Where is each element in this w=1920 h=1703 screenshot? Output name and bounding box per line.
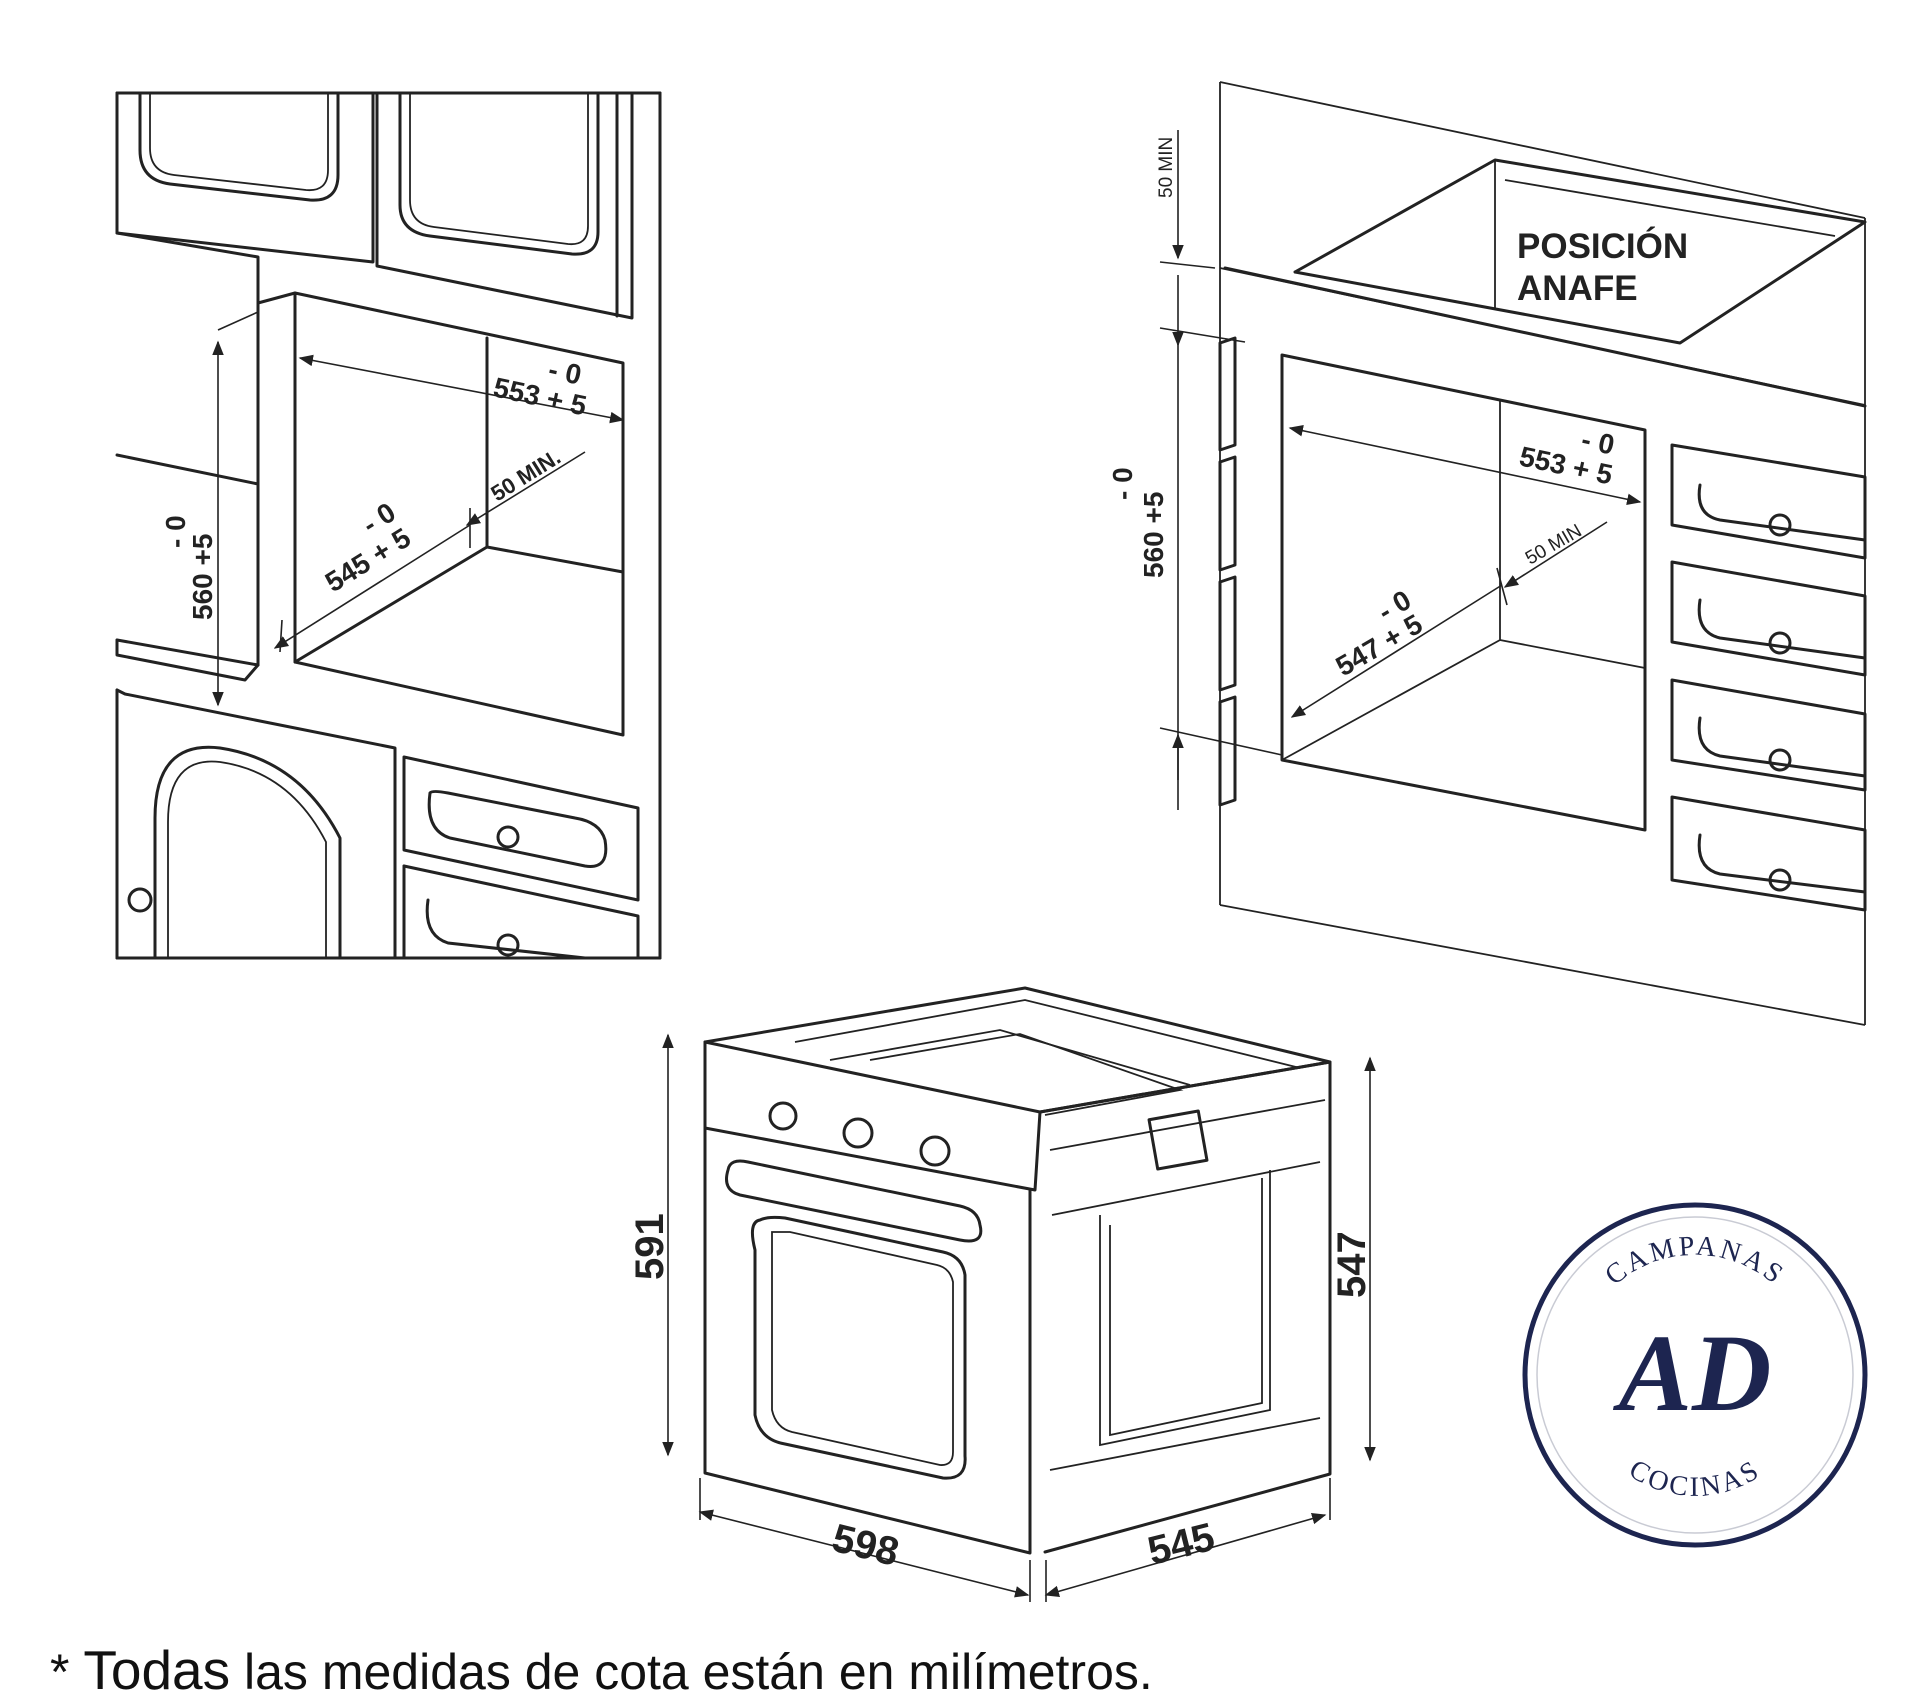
- right-height-plus: 560 +5: [1138, 492, 1169, 578]
- right-top-gap: 50 MIN: [1156, 137, 1177, 198]
- right-width-minus: - 0: [1579, 424, 1617, 461]
- right-undercounter-diagram: POSICIÓN ANAFE: [1107, 81, 1867, 1026]
- footnote-asterisk: *: [50, 1644, 84, 1700]
- right-height-minus: - 0: [1107, 467, 1138, 500]
- footnote: * Todas las medidas de cota están en mil…: [50, 1638, 1153, 1702]
- right-depth-plus: 547 + 5: [1331, 608, 1428, 682]
- left-gap-label: 50 MIN.: [486, 444, 565, 506]
- oven-body-height: 547: [1330, 1231, 1374, 1298]
- left-width-minus: - 0: [546, 354, 584, 391]
- footnote-text: las medidas de cota están en milímetros.: [230, 1644, 1153, 1700]
- campanas-cocinas-logo: CAMPANAS COCINAS AD: [1522, 1202, 1868, 1548]
- footnote-first-word: Todas: [83, 1639, 231, 1701]
- left-height-plus: 560 +5: [187, 534, 218, 620]
- logo-monogram: AD: [1613, 1312, 1772, 1434]
- oven-diagram: 591 547 598 545: [628, 986, 1376, 1602]
- hob-position-line1: POSICIÓN: [1517, 226, 1688, 266]
- oven-depth: 545: [1144, 1515, 1219, 1574]
- oven-width: 598: [828, 1516, 903, 1575]
- left-height-minus: - 0: [160, 515, 191, 548]
- oven-height: 591: [628, 1213, 672, 1280]
- left-cabinet-diagram: - 0 560 +5 - 0 553 + 5 - 0 545 + 5 50 MI…: [115, 91, 662, 960]
- right-gap-label: 50 MIN: [1522, 521, 1586, 570]
- hob-position-line2: ANAFE: [1517, 269, 1638, 308]
